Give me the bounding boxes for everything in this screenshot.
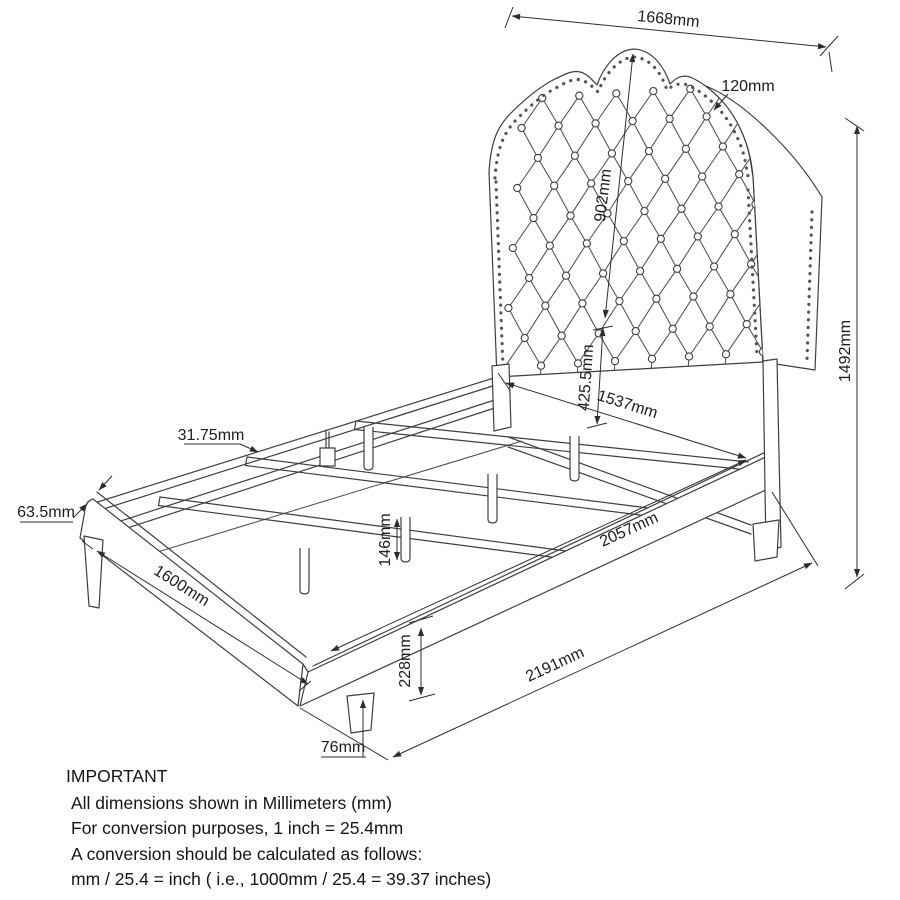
dim-leg-height-label: 76mm [321, 739, 365, 756]
dim-total-height-label: 1492mm [837, 320, 854, 382]
dim-headboard-clearance-label: 425.5mm [576, 344, 598, 412]
headboard-right-post-foot [752, 519, 780, 562]
notes-line: A conversion should be calculated as fol… [71, 843, 423, 864]
dimension-inner-width: 1537mm [497, 372, 747, 459]
headboard-right-post [762, 358, 782, 552]
dim-headboard-panel-height-label: 902mm [592, 168, 615, 223]
dimension-rail-top-width: 63.5mm [17, 475, 113, 523]
notes-line: For conversion purposes, 1 inch = 25.4mm [71, 818, 404, 838]
dimension-headboard-thickness: 120mm [713, 78, 775, 111]
dimension-leg-height: 76mm [321, 699, 367, 758]
headboard-posts [491, 358, 782, 562]
dim-center-leg-height-label: 146mm [377, 513, 394, 566]
dim-rail-top-width-label: 63.5mm [17, 504, 75, 521]
dim-headboard-thickness-label: 120mm [721, 78, 774, 95]
dim-slat-thickness-label: 31.75mm [178, 427, 245, 444]
center-rail-bracket [319, 429, 336, 467]
dimension-headboard-width: 1668mm [504, 6, 839, 73]
headboard-left-post [491, 363, 512, 432]
nailhead-trim [493, 55, 814, 370]
dim-headboard-width-label: 1668mm [637, 8, 701, 31]
front-left-leg [83, 535, 104, 609]
headboard [488, 48, 823, 378]
dimension-slat-thickness: 31.75mm [178, 427, 259, 453]
front-right-leg [346, 692, 375, 734]
dim-inner-width-label: 1537mm [595, 387, 659, 422]
notes-block: IMPORTANT All dimensions shown in Millim… [66, 764, 491, 893]
dimension-total-height: 1492mm [837, 117, 865, 590]
left-side-rail [87, 376, 523, 562]
slat [157, 496, 567, 560]
dimension-center-leg-height: 146mm [377, 513, 401, 567]
dimension-headboard-panel-height: 902mm [592, 53, 636, 319]
dim-rail-height-label: 228mm [397, 634, 414, 687]
notes-line: All dimensions shown in Millimeters (mm) [71, 792, 392, 813]
notes-line: mm / 25.4 = inch ( i.e., 1000mm / 25.4 =… [71, 869, 492, 889]
notes-heading: IMPORTANT [66, 766, 168, 786]
dim-total-length-label: 2191mm [523, 644, 587, 686]
